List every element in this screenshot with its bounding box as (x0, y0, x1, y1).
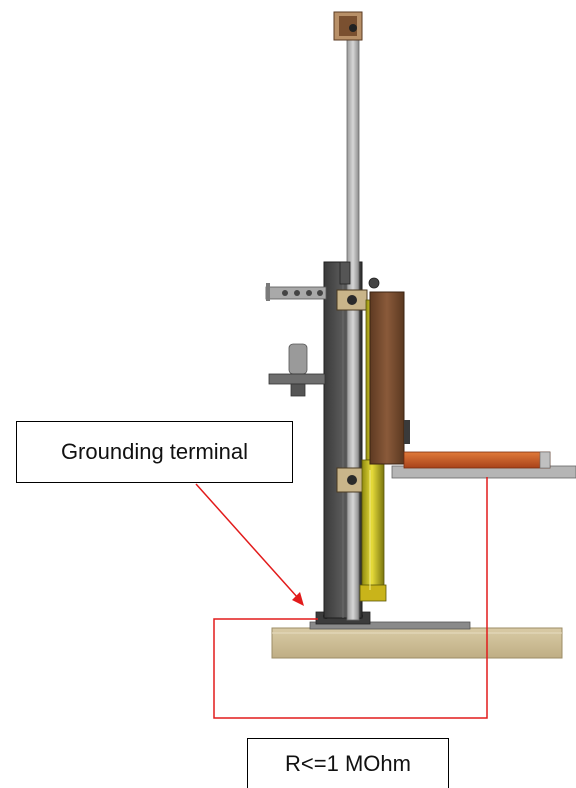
sample-tray (391, 451, 576, 479)
grounding-arrow (195, 483, 304, 606)
vertical-rod (346, 19, 360, 621)
measurement-circuit (213, 477, 488, 719)
rod-top-cap (333, 11, 363, 41)
resistance-label: R<=1 MOhm (247, 738, 449, 788)
adjustment-knob (268, 343, 326, 397)
base-plate (271, 621, 563, 659)
side-arm (265, 283, 327, 301)
column-bracket (339, 261, 380, 289)
grounding-terminal-label: Grounding terminal (16, 421, 293, 483)
rod-clamp-upper (336, 289, 368, 311)
motor-box (369, 291, 410, 465)
